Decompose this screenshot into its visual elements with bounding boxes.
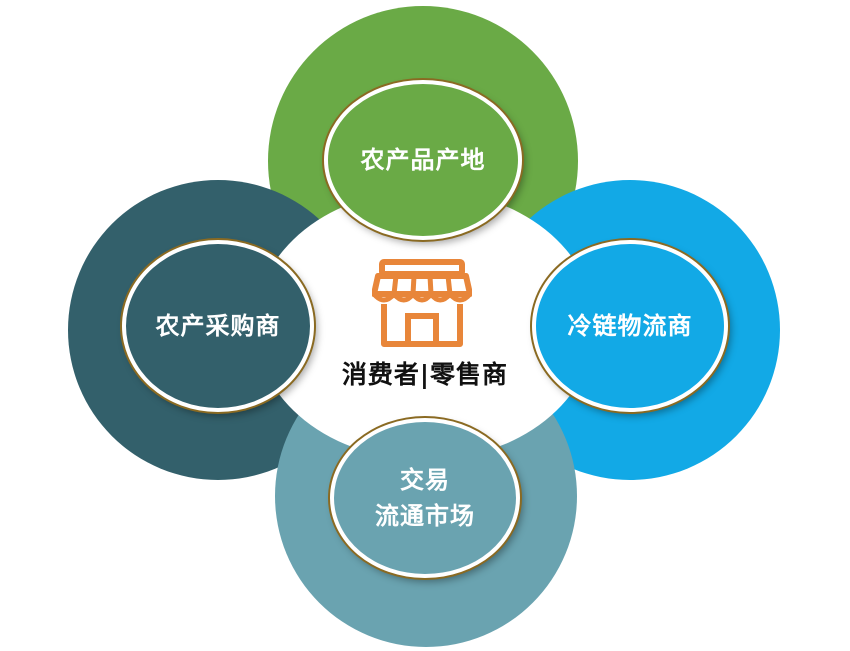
node-market-label-line2: 流通市场 bbox=[375, 502, 475, 530]
storefront-icon bbox=[372, 259, 472, 347]
node-cold-chain-label: 冷链物流商 bbox=[567, 312, 693, 340]
node-market-label-line1: 交易 bbox=[400, 466, 450, 494]
node-purchaser-label: 农产采购商 bbox=[155, 312, 281, 340]
node-origin-label: 农产品产地 bbox=[360, 146, 486, 174]
center-label: 消费者|零售商 bbox=[341, 360, 509, 389]
node-market: 交易 流通市场 bbox=[330, 418, 520, 578]
node-cold-chain: 冷链物流商 bbox=[532, 240, 728, 412]
node-origin: 农产品产地 bbox=[324, 80, 522, 240]
node-purchaser: 农产采购商 bbox=[122, 240, 314, 412]
